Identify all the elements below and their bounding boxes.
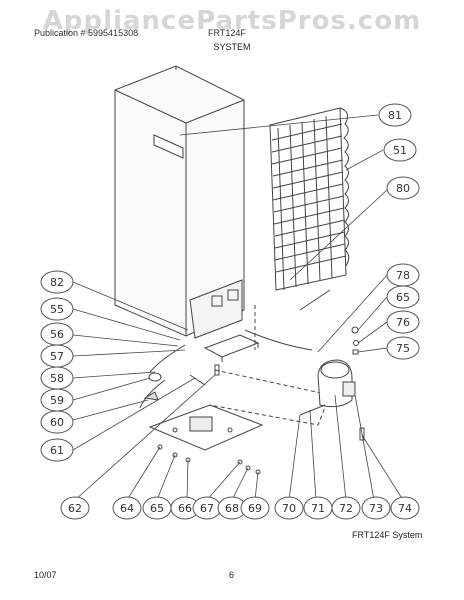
svg-text:57: 57 [50,350,64,363]
svg-text:51: 51 [393,144,407,157]
svg-text:75: 75 [396,342,410,355]
model-number: FRT124F [208,28,246,38]
callout-80: 80 [386,176,420,200]
condenser-coil [269,107,350,311]
callout-70: 70 [274,496,304,520]
callout-60: 60 [40,410,74,434]
svg-text:72: 72 [339,502,353,515]
svg-text:73: 73 [369,502,383,515]
mounting-lines [209,305,331,426]
svg-text:61: 61 [50,444,64,457]
svg-text:68: 68 [225,502,239,515]
svg-text:76: 76 [396,316,410,329]
callout-57: 57 [40,344,74,368]
callout-76: 76 [386,310,420,334]
base-plate [148,404,264,451]
publication-number: Publication # 5995415308 [34,28,139,38]
svg-text:62: 62 [68,502,82,515]
svg-text:78: 78 [396,269,410,282]
svg-text:74: 74 [398,502,412,515]
callout-82: 82 [40,270,74,294]
svg-text:60: 60 [50,416,64,429]
callout-66: 66 [170,496,200,520]
callout-56: 56 [40,322,74,346]
callouts: 81 51 80 78 65 76 75 82 55 56 57 58 59 6… [40,103,420,520]
svg-text:66: 66 [178,502,192,515]
svg-text:58: 58 [50,372,64,385]
svg-text:70: 70 [282,502,296,515]
svg-text:69: 69 [248,502,262,515]
callout-67: 67 [192,496,222,520]
cabinet [114,65,245,339]
leader-lines [72,114,404,501]
footer-page-number: 6 [229,570,235,580]
svg-text:64: 64 [120,502,134,515]
callout-61: 61 [40,438,74,462]
callout-81: 81 [378,103,412,127]
svg-text:55: 55 [50,303,64,316]
callout-64: 64 [112,496,142,520]
svg-text:65: 65 [150,502,164,515]
callout-73: 73 [361,496,391,520]
footer-date: 10/07 [34,570,57,580]
callout-75: 75 [386,336,420,360]
callout-68: 68 [217,496,247,520]
svg-text:56: 56 [50,328,64,341]
callout-55: 55 [40,297,74,321]
svg-text:80: 80 [396,182,410,195]
section-title: SYSTEM [213,42,251,52]
callout-78: 78 [386,263,420,287]
drain-pan [203,334,260,362]
callout-62: 62 [60,496,90,520]
svg-text:81: 81 [388,109,402,122]
svg-text:65: 65 [396,291,410,304]
svg-text:82: 82 [50,276,64,289]
svg-text:59: 59 [50,394,64,407]
callout-72: 72 [331,496,361,520]
callout-58: 58 [40,366,74,390]
svg-text:67: 67 [200,502,214,515]
tubing [139,329,313,409]
compressor [299,359,356,416]
figure-caption: FRT124F System [352,530,423,540]
callout-65-upper: 65 [386,285,420,309]
svg-text:71: 71 [311,502,325,515]
callout-74: 74 [390,496,420,520]
callout-59: 59 [40,388,74,412]
callout-51: 51 [383,138,417,162]
callout-71: 71 [303,496,333,520]
callout-69: 69 [240,496,270,520]
callout-65-lower: 65 [142,496,172,520]
